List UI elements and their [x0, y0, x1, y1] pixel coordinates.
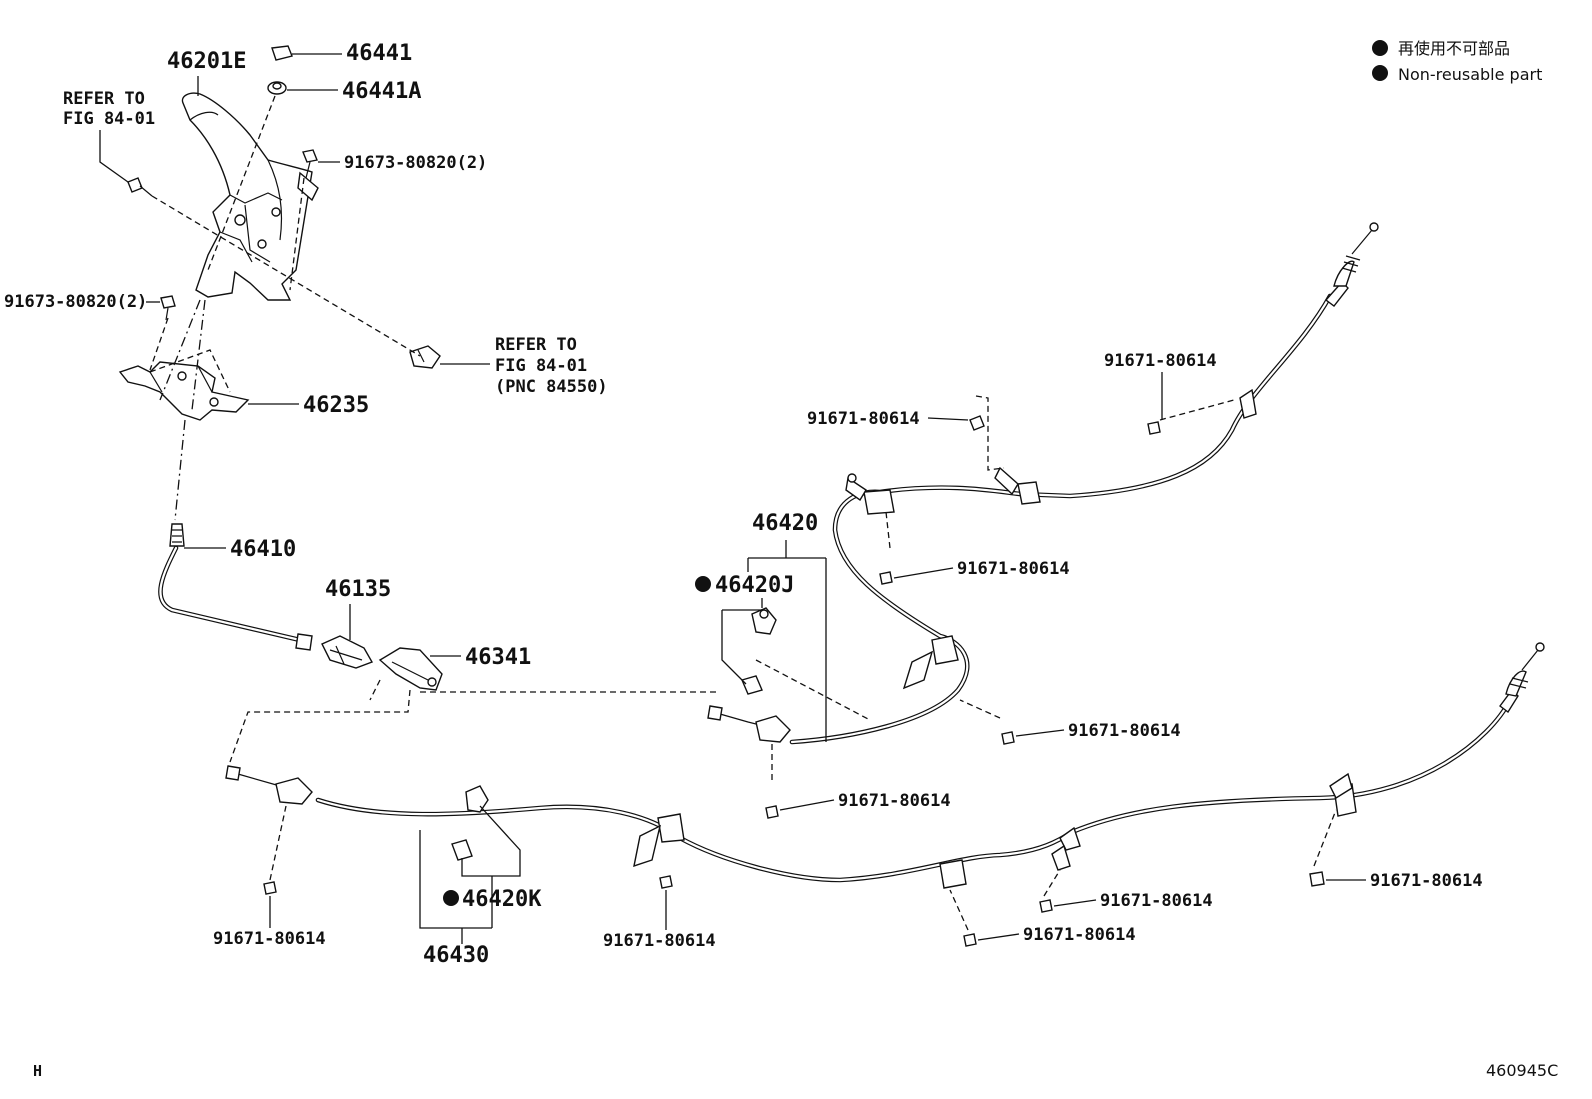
non-reusable-dot-icon: [1372, 65, 1388, 81]
label-46441A: 46441A: [342, 79, 421, 104]
figure-code: 460945C: [1486, 1061, 1558, 1080]
legend-jp: 再使用不可部品: [1398, 39, 1510, 58]
label-bolt-797: 91671-80614: [838, 791, 951, 811]
label-46420: 46420: [752, 511, 818, 536]
bolt-icon[interactable]: [302, 149, 318, 179]
label-bolt-right-top: 91671-80614: [1104, 351, 1217, 371]
non-reusable-dot-icon: [1372, 40, 1388, 56]
label-46441: 46441: [346, 41, 412, 66]
parking-brake-lever-46201E[interactable]: [181, 92, 319, 301]
clip-46420K[interactable]: [451, 785, 489, 861]
label-46430: 46430: [423, 943, 489, 968]
label-bolt-922: 91671-80614: [1023, 925, 1136, 945]
legend: 再使用不可部品 Non-reusable part: [1372, 39, 1542, 84]
rear-cable-left-46430[interactable]: [225, 642, 1545, 889]
reference-clip-icon: [409, 345, 441, 369]
label-46341: 46341: [465, 645, 531, 670]
label-bolt-far-right: 91671-80614: [1370, 871, 1483, 891]
label-bolt-left-bottom: 91671-80614: [213, 929, 326, 949]
label-46201E: 46201E: [167, 49, 246, 74]
bolt-icon[interactable]: [127, 177, 153, 197]
label-46420K: 46420K: [462, 887, 542, 912]
label-bolt-left: 91673-80820(2): [4, 292, 147, 312]
refer2-line1: REFER TO: [495, 335, 577, 355]
front-cable-46410[interactable]: [158, 523, 313, 651]
label-bolt-top: 91673-80820(2): [344, 153, 487, 173]
footer-left-code: H: [33, 1062, 42, 1080]
label-46135: 46135: [325, 577, 391, 602]
labels: 46201E 46441 46441A REFER TO FIG 84-01 9…: [4, 41, 1483, 968]
refer-label-line1: REFER TO: [63, 89, 145, 109]
legend-en: Non-reusable part: [1398, 65, 1542, 84]
label-bolt-888: 91671-80614: [1100, 891, 1213, 911]
label-bolt-728: 91671-80614: [1068, 721, 1181, 741]
refer2-line2: FIG 84-01: [495, 356, 587, 376]
refer2-line3: (PNC 84550): [495, 377, 608, 397]
equalizer-46135[interactable]: [321, 635, 374, 669]
bolt-icon[interactable]: [160, 295, 176, 321]
non-reusable-dot-icon: [695, 576, 711, 592]
cap-46441[interactable]: [271, 45, 293, 61]
label-bolt-466: 91671-80614: [957, 559, 1070, 579]
non-reusable-dot-icon: [443, 890, 459, 906]
lever-bracket-46235[interactable]: [118, 361, 250, 421]
rear-cable-right-46420[interactable]: [707, 222, 1379, 745]
label-46235: 46235: [303, 393, 369, 418]
refer-label-line2: FIG 84-01: [63, 109, 155, 129]
label-46410: 46410: [230, 537, 296, 562]
label-bolt-right-mid: 91671-80614: [807, 409, 920, 429]
clip-46420J[interactable]: [741, 607, 777, 695]
bolt-icon[interactable]: [263, 415, 1325, 947]
label-bolt-center-bottom: 91671-80614: [603, 931, 716, 951]
label-46420J: 46420J: [715, 573, 794, 598]
equalizer-bracket-46341[interactable]: [378, 647, 443, 691]
grommet-46441A[interactable]: [267, 81, 287, 95]
